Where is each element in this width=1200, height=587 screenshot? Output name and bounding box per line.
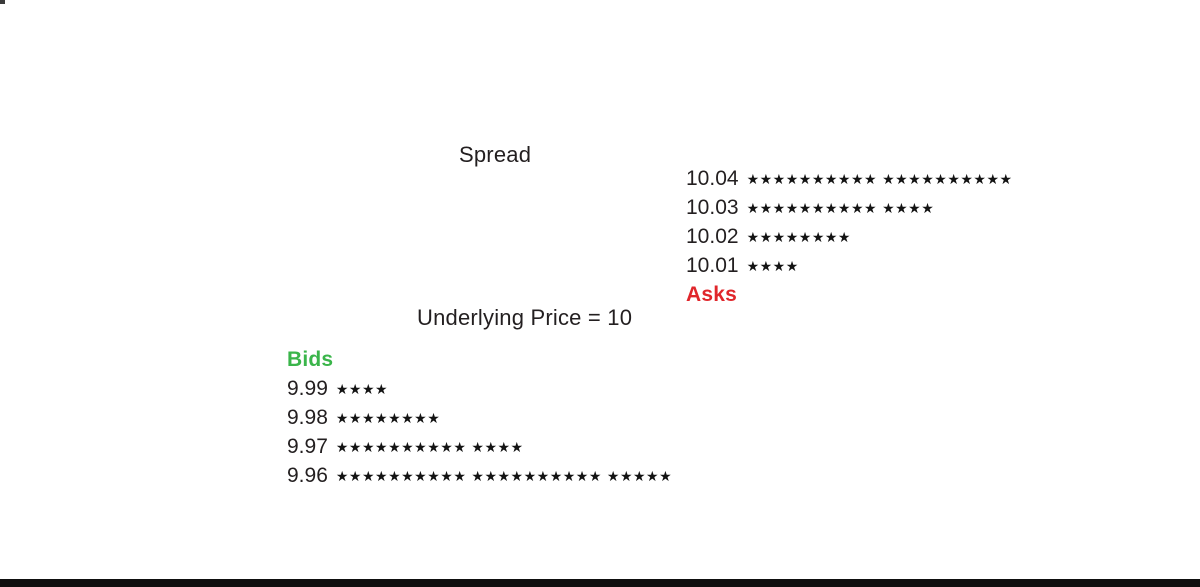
star-group-icon: ★★★★★★★★ [335, 410, 441, 426]
bottom-bar [0, 579, 1200, 587]
price-label: 10.03 [686, 195, 739, 219]
star-group-icon: ★★★★★★★★★★ [471, 468, 602, 484]
star-group-icon: ★★★★★ [606, 468, 673, 484]
star-group-icon: ★★★★★★★★ [746, 229, 851, 245]
star-group-icon: ★★★★ [335, 381, 389, 397]
bids-rows: 9.99★★★★9.98★★★★★★★★9.97★★★★★★★★★★★★★★9.… [287, 374, 677, 490]
price-label: 9.96 [287, 463, 328, 487]
quantity-star-icons: ★★★★ [336, 379, 393, 398]
spread-title: Spread [459, 142, 532, 167]
underlying-price-label: Underlying Price = 10 [417, 305, 633, 330]
quantity-star-icons: ★★★★★★★★★★★★★★★★★★★★ [747, 169, 1018, 188]
corner-artifact-icon [0, 0, 5, 4]
star-group-icon: ★★★★★★★★★★ [335, 439, 467, 455]
order-book-row: 9.96★★★★★★★★★★★★★★★★★★★★★★★★★ [287, 461, 677, 490]
star-group-icon: ★★★★★★★★★★ [335, 468, 467, 484]
star-group-icon: ★★★★ [882, 200, 935, 216]
quantity-star-icons: ★★★★★★★★★★★★★★ [336, 437, 529, 456]
asks-label: Asks [686, 282, 738, 306]
order-book-row: 10.02 ★★★★★★★★ [686, 222, 1018, 251]
bids-section: Bids 9.99★★★★9.98★★★★★★★★9.97★★★★★★★★★★★… [287, 345, 677, 490]
order-book-row: 9.99 ★★★★ [287, 374, 677, 403]
star-group-icon: ★★★★ [746, 258, 799, 274]
price-label: 9.98 [287, 405, 328, 429]
order-book-row: 10.01 ★★★★ [686, 251, 1018, 280]
quantity-star-icons: ★★★★★★★★★★★★★★★★★★★★★★★★★ [336, 466, 677, 485]
quantity-star-icons: ★★★★★★★★ [336, 408, 445, 427]
order-book-row: 10.04 ★★★★★★★★★★★★★★★★★★★★ [686, 164, 1018, 193]
quantity-star-icons: ★★★★★★★★★★★★★★ [747, 198, 940, 217]
star-group-icon: ★★★★ [471, 439, 524, 455]
order-book-row: 10.03 ★★★★★★★★★★★★★★ [686, 193, 1018, 222]
price-label: 10.04 [686, 166, 739, 190]
price-label: 9.97 [287, 434, 328, 458]
asks-section: 10.04★★★★★★★★★★★★★★★★★★★★10.03★★★★★★★★★★… [686, 164, 1018, 309]
star-group-icon: ★★★★★★★★★★ [882, 171, 1013, 187]
price-label: 9.99 [287, 376, 328, 400]
price-label: 10.01 [686, 253, 739, 277]
quantity-star-icons: ★★★★★★★★ [747, 227, 856, 246]
star-group-icon: ★★★★★★★★★★ [746, 171, 878, 187]
star-group-icon: ★★★★★★★★★★ [746, 200, 878, 216]
quantity-star-icons: ★★★★ [747, 256, 804, 275]
asks-rows: 10.04★★★★★★★★★★★★★★★★★★★★10.03★★★★★★★★★★… [686, 164, 1018, 280]
price-label: 10.02 [686, 224, 739, 248]
order-book-row: 9.97 ★★★★★★★★★★★★★★ [287, 432, 677, 461]
bids-label: Bids [287, 347, 334, 371]
order-book-row: 9.98 ★★★★★★★★ [287, 403, 677, 432]
